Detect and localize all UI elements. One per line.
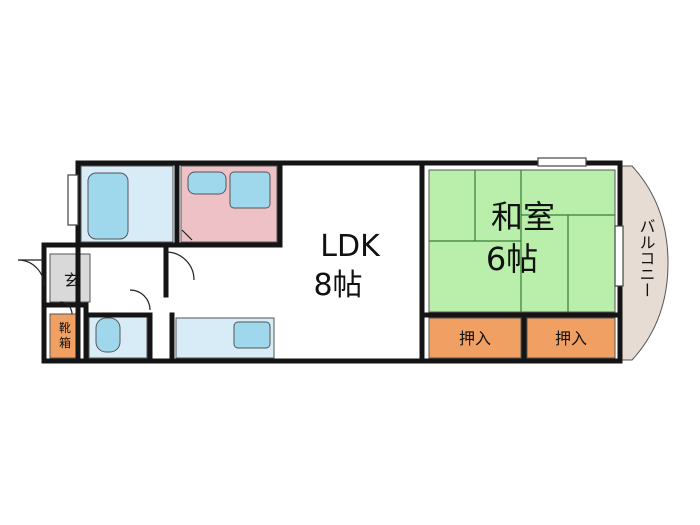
toilet-fixture — [95, 317, 121, 353]
shoe-box-char-1: 靴 — [59, 321, 71, 335]
balcony-area — [621, 165, 669, 361]
closet-right-area — [526, 317, 616, 359]
washitsu-label: 和室 — [491, 198, 555, 236]
windows — [67, 157, 624, 287]
balcony-label: バルコニー — [637, 218, 656, 298]
bathtub — [87, 172, 129, 240]
entrance-floor — [49, 253, 91, 303]
closet-left-area — [428, 317, 522, 359]
door-swings — [17, 229, 195, 315]
shoe-box-label: 靴 箱 — [59, 321, 71, 350]
tatami-lines — [429, 170, 615, 312]
entrance-label: 玄 — [64, 271, 80, 290]
wash-basin — [187, 171, 227, 195]
ldk-label: LDK — [320, 229, 381, 264]
washing-machine-pan — [229, 171, 271, 209]
kitchen-sink — [233, 321, 271, 349]
closet-left-label: 押入 — [459, 329, 491, 348]
shoe-box-char-2: 箱 — [59, 335, 71, 350]
washitsu-size: 6帖 — [486, 240, 538, 278]
closet-right-label: 押入 — [555, 329, 587, 348]
shoe-box-area — [49, 313, 81, 359]
ldk-size: 8帖 — [313, 268, 362, 303]
